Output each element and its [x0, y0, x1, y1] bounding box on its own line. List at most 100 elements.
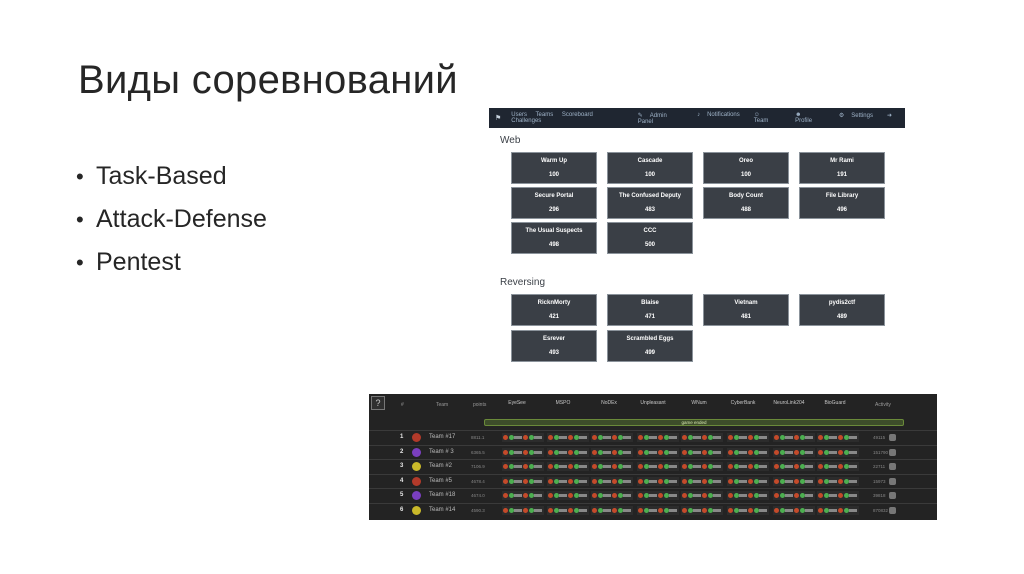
logout-icon[interactable]: ➜	[886, 112, 892, 119]
status-bar	[759, 509, 767, 512]
shield-icon	[708, 508, 713, 513]
category-reversing: Reversing	[500, 277, 546, 288]
service-status-cell	[547, 433, 589, 442]
shield-icon	[509, 435, 514, 440]
nav-challenges[interactable]: Challenges	[511, 118, 542, 124]
help-icon[interactable]: ?	[371, 396, 385, 410]
service-header: BioGuard	[824, 400, 846, 406]
nav-team[interactable]: ☺Team	[753, 111, 769, 124]
col-points-header: points	[473, 402, 487, 408]
activity-chart-icon	[889, 463, 896, 471]
status-bar	[849, 494, 857, 498]
service-status-cell	[817, 433, 859, 442]
bullet-text: Task-Based	[96, 162, 227, 190]
team-logo-icon	[412, 433, 421, 442]
service-status-cell	[547, 476, 589, 486]
attack-icon	[818, 464, 823, 470]
status-bar	[559, 494, 567, 498]
bullet-list: •Task-Based •Attack-Defense •Pentest	[76, 155, 267, 284]
status-bar	[739, 494, 747, 498]
status-bar	[559, 479, 567, 483]
status-bar	[579, 509, 587, 512]
status-bar	[713, 509, 721, 512]
user-icon: ☻	[795, 111, 802, 118]
attack-icon	[818, 493, 823, 499]
nav-settings[interactable]: ⚙Settings	[838, 112, 873, 119]
shield-icon	[780, 508, 785, 513]
nav-teams[interactable]: Teams	[535, 112, 554, 118]
activity-chart-icon	[889, 434, 896, 441]
status-bar	[514, 465, 522, 469]
shield-icon	[664, 478, 669, 484]
status-bar	[603, 465, 611, 469]
shield-icon	[509, 449, 514, 455]
status-bar	[829, 450, 837, 454]
attack-icon	[682, 449, 687, 455]
attack-icon	[728, 449, 733, 455]
attack-icon	[774, 478, 779, 484]
shield-icon	[780, 464, 785, 470]
nav-scoreboard[interactable]: Scoreboard	[561, 112, 593, 118]
shield-icon	[800, 493, 805, 499]
ctf-logo-icon[interactable]: ⚑	[495, 115, 502, 122]
attack-icon	[523, 478, 528, 484]
attack-icon	[523, 449, 528, 455]
status-bar	[534, 450, 542, 454]
status-bar	[623, 479, 631, 483]
nav-admin-panel[interactable]: ✎Admin Panel	[637, 112, 667, 125]
service-status-cell	[591, 433, 633, 442]
team-name: Team #2	[429, 463, 453, 470]
attack-icon	[638, 464, 643, 470]
attack-icon	[838, 464, 843, 470]
shield-icon	[664, 435, 669, 440]
shield-icon	[734, 478, 739, 484]
service-status-cell	[547, 506, 589, 515]
attack-icon	[748, 449, 753, 455]
shield-icon	[708, 464, 713, 470]
team-activity: 151790	[873, 449, 889, 455]
nav-users[interactable]: Users	[511, 112, 527, 118]
team-logo-icon	[412, 462, 421, 472]
status-bar	[829, 465, 837, 469]
shield-icon	[780, 493, 785, 499]
bullet-dot: •	[76, 163, 84, 189]
team-rank: 5	[400, 492, 404, 499]
service-status-cell	[727, 506, 769, 515]
attack-icon	[568, 435, 573, 440]
shield-icon	[664, 464, 669, 470]
attack-icon	[838, 478, 843, 484]
nav-profile[interactable]: ☻Profile	[795, 111, 813, 124]
team-rank: 2	[400, 448, 404, 455]
status-bar	[514, 450, 522, 454]
shield-icon	[644, 493, 649, 499]
gear-icon: ⚙	[838, 112, 845, 119]
attack-icon	[774, 493, 779, 499]
status-bar	[514, 479, 522, 483]
status-bar	[623, 509, 631, 512]
status-bar	[693, 479, 701, 483]
attack-icon	[748, 435, 753, 440]
shield-icon	[554, 478, 559, 484]
nav-notifications[interactable]: ♪Notifications	[697, 111, 740, 118]
service-header: EyeSee	[508, 400, 526, 406]
team-name: Team #17	[429, 434, 456, 440]
status-bar	[649, 436, 657, 439]
